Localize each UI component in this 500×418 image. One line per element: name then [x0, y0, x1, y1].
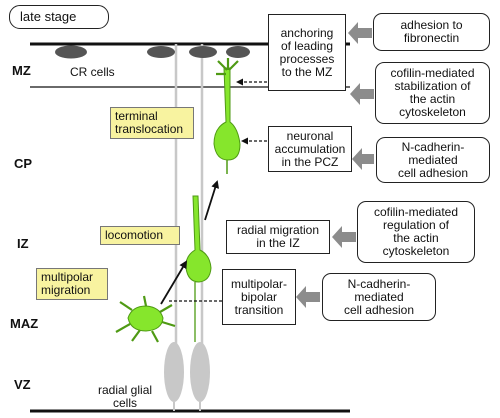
radial-glial-soma: [190, 342, 210, 402]
mechanism-arrows: [296, 22, 374, 308]
zone-label-cp: CP: [14, 156, 33, 171]
cr-cell: [226, 46, 250, 58]
radial-glial-fibers: [164, 44, 210, 411]
zone-label-iz: IZ: [17, 236, 29, 251]
cr-cells: [55, 45, 250, 59]
zone-label-vz: VZ: [14, 377, 31, 392]
n-cadherin-adhesion-box-maz: N-cadherin-mediated cell adhesion: [322, 273, 436, 321]
locomotion-label: locomotion: [100, 226, 180, 245]
cr-cell: [55, 45, 87, 59]
radial-glial-soma: [164, 342, 184, 402]
cr-cell: [147, 46, 175, 58]
stage-title: late stage: [9, 5, 109, 29]
cr-cell: [189, 46, 217, 58]
migration-arrows: [160, 180, 220, 305]
zone-label-maz: MAZ: [10, 316, 39, 331]
multipolar-bipolar-box: multipolar-bipolar transition: [222, 269, 296, 325]
cr-cells-label: CR cells: [70, 65, 115, 79]
neuron-multipolar: [115, 295, 176, 343]
zone-label-mz: MZ: [12, 63, 31, 78]
dashed-leader-arrows: [168, 78, 267, 302]
neuron-terminal-translocation: [213, 58, 241, 174]
neuron-locomotion: [185, 195, 212, 342]
n-cadherin-adhesion-box-cp: N-cadherin-mediated cell adhesion: [376, 137, 490, 183]
